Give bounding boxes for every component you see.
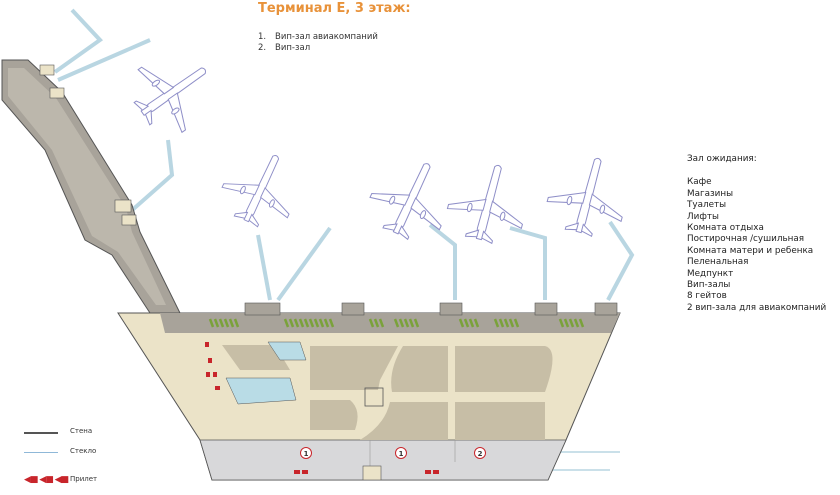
- amenity-item: Медпункт: [687, 268, 734, 279]
- jet-bridges: [53, 8, 635, 471]
- vip-lounge: [225, 341, 307, 405]
- amenity-item: Лифты: [687, 211, 719, 222]
- amenity-item: 2 вип-зала для авиакомпаний: [687, 302, 827, 313]
- aircraft: [119, 37, 636, 251]
- legend-label: Прилет: [70, 475, 98, 483]
- arrival-arrows: [205, 342, 439, 474]
- list-num: 2.: [258, 43, 267, 53]
- amenity-item: Пеленальная: [687, 257, 749, 268]
- glass-line-icon: [24, 452, 58, 453]
- amenity-item: Постирочная /сушильная: [687, 234, 805, 245]
- list-label: Вип-зал: [275, 43, 311, 53]
- amenity-item: Вип-залы: [687, 280, 731, 291]
- marker-label: 1: [304, 450, 309, 458]
- amenity-item: Магазины: [687, 188, 734, 199]
- legend-label: Стекло: [70, 447, 97, 455]
- vip-marker-2[interactable]: 2: [474, 447, 486, 459]
- arrival-arrows-icon: ◀■ ◀■ ◀■: [24, 475, 69, 485]
- amenity-item: Туалеты: [687, 200, 727, 211]
- amenities-heading: Зал ожидания:: [687, 154, 757, 164]
- airside-concourse: [160, 313, 620, 333]
- amenity-item: Комната матери и ребенка: [687, 245, 814, 256]
- legend-wall: Стена: [22, 427, 142, 437]
- amenities-list: Зал ожидания: Кафе Магазины Туалеты Лифт…: [687, 154, 826, 314]
- vip-marker-1b[interactable]: 1: [395, 447, 407, 459]
- wall-line-icon: [24, 432, 58, 434]
- arrival-zone: [199, 439, 567, 481]
- seating: [208, 318, 585, 328]
- page-title: Терминал E, 3 этаж:: [258, 1, 411, 16]
- vip-list: 1. Вип-зал авиакомпаний 2. Вип-зал: [258, 32, 378, 54]
- lounge-zones: [222, 345, 553, 440]
- vip-marker-1[interactable]: 1: [300, 447, 312, 459]
- legend-arrival: ◀■ ◀■ ◀■ Прилет: [22, 475, 142, 485]
- legend-glass: Стекло: [22, 447, 142, 457]
- list-num: 1.: [258, 32, 267, 42]
- list-label: Вип-зал авиакомпаний: [275, 32, 378, 42]
- vip-list-item: 1. Вип-зал авиакомпаний: [258, 32, 378, 43]
- gates: [244, 302, 618, 316]
- marker-label: 1: [399, 450, 404, 458]
- legend-label: Стена: [70, 427, 93, 435]
- marker-label: 2: [478, 450, 483, 458]
- vip-list-item: 2. Вип-зал: [258, 43, 378, 54]
- amenity-item: 8 гейтов: [687, 291, 727, 302]
- amenity-item: Кафе: [687, 177, 712, 188]
- amenity-item: Комната отдыха: [687, 223, 764, 234]
